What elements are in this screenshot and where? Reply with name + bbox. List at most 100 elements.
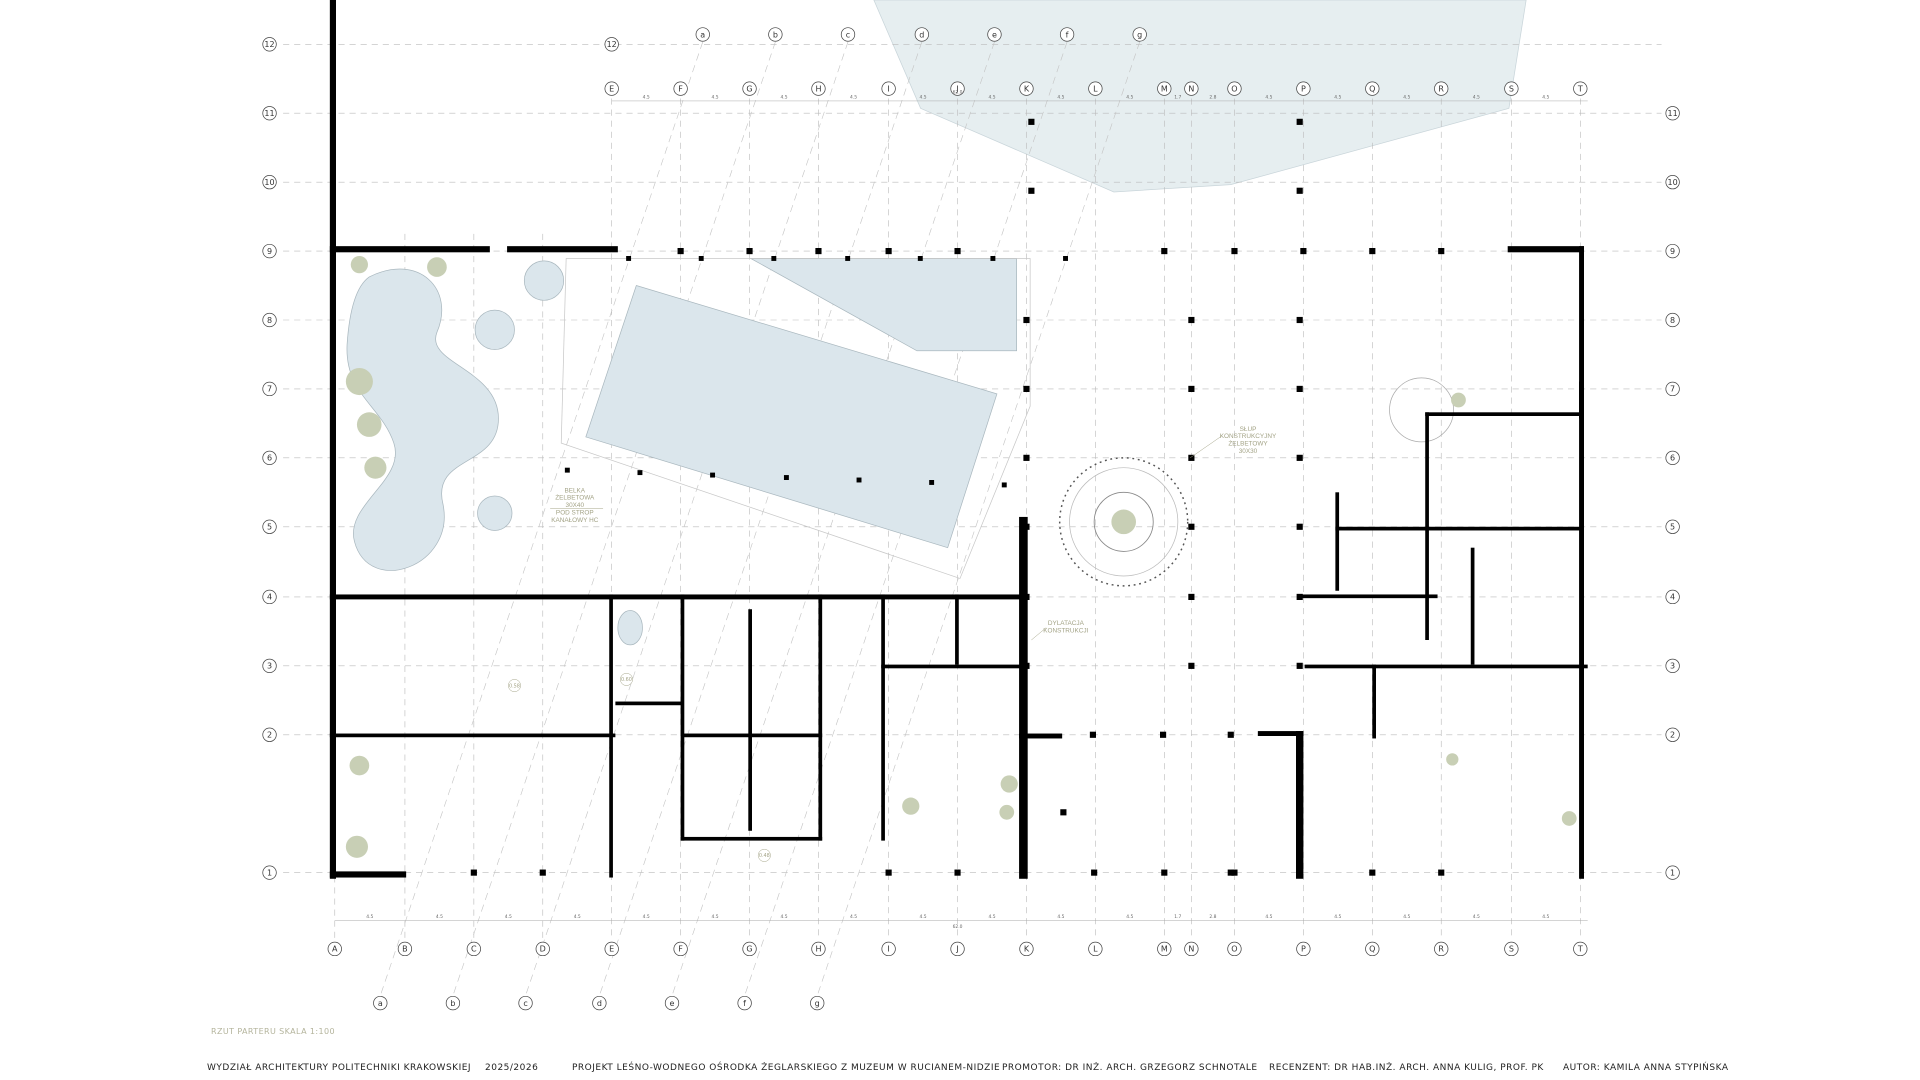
grid-diagonal-d xyxy=(599,41,923,996)
footer-author: AUTOR: KAMILA ANNA STYPIŃSKA xyxy=(1563,1063,1729,1073)
structural-column xyxy=(1028,187,1035,194)
dimension-label: 4.5 xyxy=(505,914,512,920)
structural-column xyxy=(677,248,684,255)
svg-text:0.58: 0.58 xyxy=(509,683,520,689)
grid-label-bottom-E-circle xyxy=(604,941,619,957)
grid-label-left-1-text: 1 xyxy=(267,868,272,877)
structural-column xyxy=(1060,809,1067,816)
grid-label-top-Q-text: Q xyxy=(1369,84,1375,93)
grid-label-bottom-K-text: K xyxy=(1024,945,1030,954)
grid-label-left-6: 6 xyxy=(262,450,277,465)
dimension-label: 4.5 xyxy=(920,914,927,920)
structural-column xyxy=(1296,118,1303,125)
grid-diagonal-b xyxy=(452,41,776,996)
total-dimension-label: 62.0 xyxy=(953,90,963,96)
wall-segment xyxy=(1507,246,1584,253)
grid-label-bottom-C: C xyxy=(466,941,481,957)
wall-segment xyxy=(881,664,1023,669)
grid-label-right-1: 1 xyxy=(1665,865,1680,880)
dimension-label: 4.5 xyxy=(1542,94,1549,100)
grid-label-diag-bottom-g-text: g xyxy=(815,999,820,1008)
svg-text:SŁUP: SŁUP xyxy=(1240,426,1257,433)
dimension-label: 4.5 xyxy=(1403,914,1410,920)
structural-column xyxy=(626,256,632,261)
wall-segment xyxy=(329,0,336,879)
grid-label-bottom-Q-text: Q xyxy=(1369,945,1375,954)
grid-label-diag-bottom-d-text: d xyxy=(597,999,602,1008)
dimension-label: 2.8 xyxy=(1209,914,1216,920)
structural-column xyxy=(698,256,704,261)
dimension-label: 4.5 xyxy=(1057,914,1064,920)
grid-label-bottom-L-circle xyxy=(1088,941,1103,957)
structural-column xyxy=(1023,385,1030,392)
grid-label-bottom-H-text: H xyxy=(815,945,821,954)
dimension-label: 4.5 xyxy=(1334,914,1341,920)
grid-label-bottom-T-circle xyxy=(1573,941,1588,957)
grid-label-top-G-circle xyxy=(742,81,757,96)
wall-segment xyxy=(507,246,618,253)
grid-label-left-3-text: 3 xyxy=(267,662,272,671)
grid-label-right-9: 9 xyxy=(1665,243,1680,259)
footer-reviewer: RECENZENT: DR HAB.INŻ. ARCH. ANNA KULIG,… xyxy=(1269,1063,1544,1073)
dimension-label: 4.5 xyxy=(780,94,787,100)
grid-label-top-O: O xyxy=(1227,81,1242,96)
wall-segment xyxy=(955,594,959,665)
grid-label-right-10: 10 xyxy=(1665,175,1680,190)
grid-label-diag-bottom-e-circle xyxy=(664,995,680,1011)
grid-label-top-F: F xyxy=(673,81,688,96)
grid-label-diag-top-c-text: c xyxy=(846,30,850,39)
grid-label-bottom-C-text: C xyxy=(471,945,477,954)
grid-label-right-4-circle xyxy=(1665,589,1680,605)
wall-segment xyxy=(1019,733,1063,739)
svg-text:0.48: 0.48 xyxy=(759,853,770,859)
svg-text:DYLATACJA: DYLATACJA xyxy=(1048,620,1085,627)
grid-label-bottom-J-text: J xyxy=(955,945,958,954)
grid-label-bottom-A: A xyxy=(327,941,342,957)
grid-label-inner-12-text: 12 xyxy=(607,40,617,49)
footer-project: PROJEKT LEŚNO-WODNEGO OŚRODKA ŻEGLARSKIE… xyxy=(572,1063,1001,1073)
grid-label-top-K-circle xyxy=(1019,81,1034,96)
grid-label-left-7-text: 7 xyxy=(267,385,272,394)
whirlpool xyxy=(474,309,515,350)
water-area-outside xyxy=(873,0,1527,193)
dimension-label: 1.7 xyxy=(1174,914,1181,920)
dimension-label: 4.5 xyxy=(1265,914,1272,920)
grid-label-bottom-M: M xyxy=(1157,941,1172,957)
grid-label-diag-top-c-circle xyxy=(840,27,856,42)
wall-segment xyxy=(881,594,885,841)
structural-column xyxy=(1296,593,1303,600)
svg-text:KONSTRUKCYJNY: KONSTRUKCYJNY xyxy=(1220,433,1277,440)
grid-label-top-S: S xyxy=(1504,81,1519,96)
structural-column xyxy=(1231,248,1238,255)
grid-label-left-9-text: 9 xyxy=(267,247,272,256)
grid-label-bottom-O: O xyxy=(1227,941,1242,957)
grid-label-diag-top-a-circle xyxy=(695,27,710,42)
wall-segment xyxy=(1579,246,1584,879)
grid-label-bottom-I-text: I xyxy=(887,945,889,954)
structural-column xyxy=(929,480,935,485)
grid-label-top-M-circle xyxy=(1157,81,1172,96)
structural-column xyxy=(1227,869,1234,876)
svg-text:30X30: 30X30 xyxy=(1239,448,1258,455)
wall-segment xyxy=(680,594,685,841)
svg-text:BELKA: BELKA xyxy=(564,487,585,494)
grid-label-bottom-P-circle xyxy=(1296,941,1311,957)
grid-label-top-I: I xyxy=(881,81,896,96)
grid-label-bottom-D-circle xyxy=(535,941,550,957)
grid-label-diag-top-c: c xyxy=(840,27,856,42)
grid-label-right-7: 7 xyxy=(1665,381,1680,397)
grid-label-bottom-B-text: B xyxy=(402,945,408,954)
wall-segment xyxy=(748,609,752,831)
wall-segment xyxy=(1372,664,1376,739)
structural-column xyxy=(1296,316,1303,324)
grid-label-bottom-K: K xyxy=(1019,941,1034,957)
structural-column xyxy=(1023,523,1030,530)
grid-label-top-K: K xyxy=(1019,81,1034,96)
sport-pool xyxy=(585,285,998,549)
grid-label-bottom-R: R xyxy=(1434,941,1449,957)
grid-label-left-8-text: 8 xyxy=(267,316,272,325)
dimension-label: 4.5 xyxy=(712,94,719,100)
grid-label-diag-top-d-text: d xyxy=(919,30,924,39)
grid-label-left-10-circle xyxy=(262,175,277,190)
